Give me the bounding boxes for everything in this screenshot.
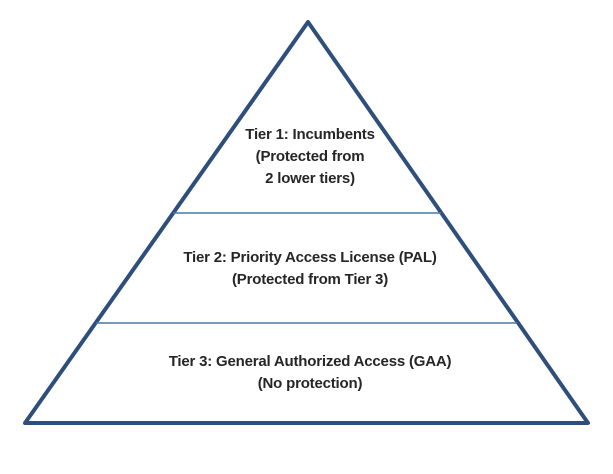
tier-3-note: (No protection) [257, 375, 363, 392]
tier-2-label: Tier 2: Priority Access License (PAL) (P… [130, 247, 490, 291]
tier-3-label: Tier 3: General Authorized Access (GAA) … [110, 351, 510, 395]
tier-2-note: (Protected from Tier 3) [232, 271, 388, 288]
tier-1-title: Tier 1: Incumbents [245, 126, 375, 143]
pyramid-outline [23, 20, 590, 425]
tier-1-label: Tier 1: Incumbents (Protected from 2 low… [180, 124, 440, 190]
tier-2-title: Tier 2: Priority Access License (PAL) [183, 249, 437, 266]
tier-1-note-line-1: (Protected from [255, 148, 365, 165]
tier-1-note-line-2: 2 lower tiers) [265, 170, 355, 187]
tier-3-title: Tier 3: General Authorized Access (GAA) [168, 353, 452, 370]
